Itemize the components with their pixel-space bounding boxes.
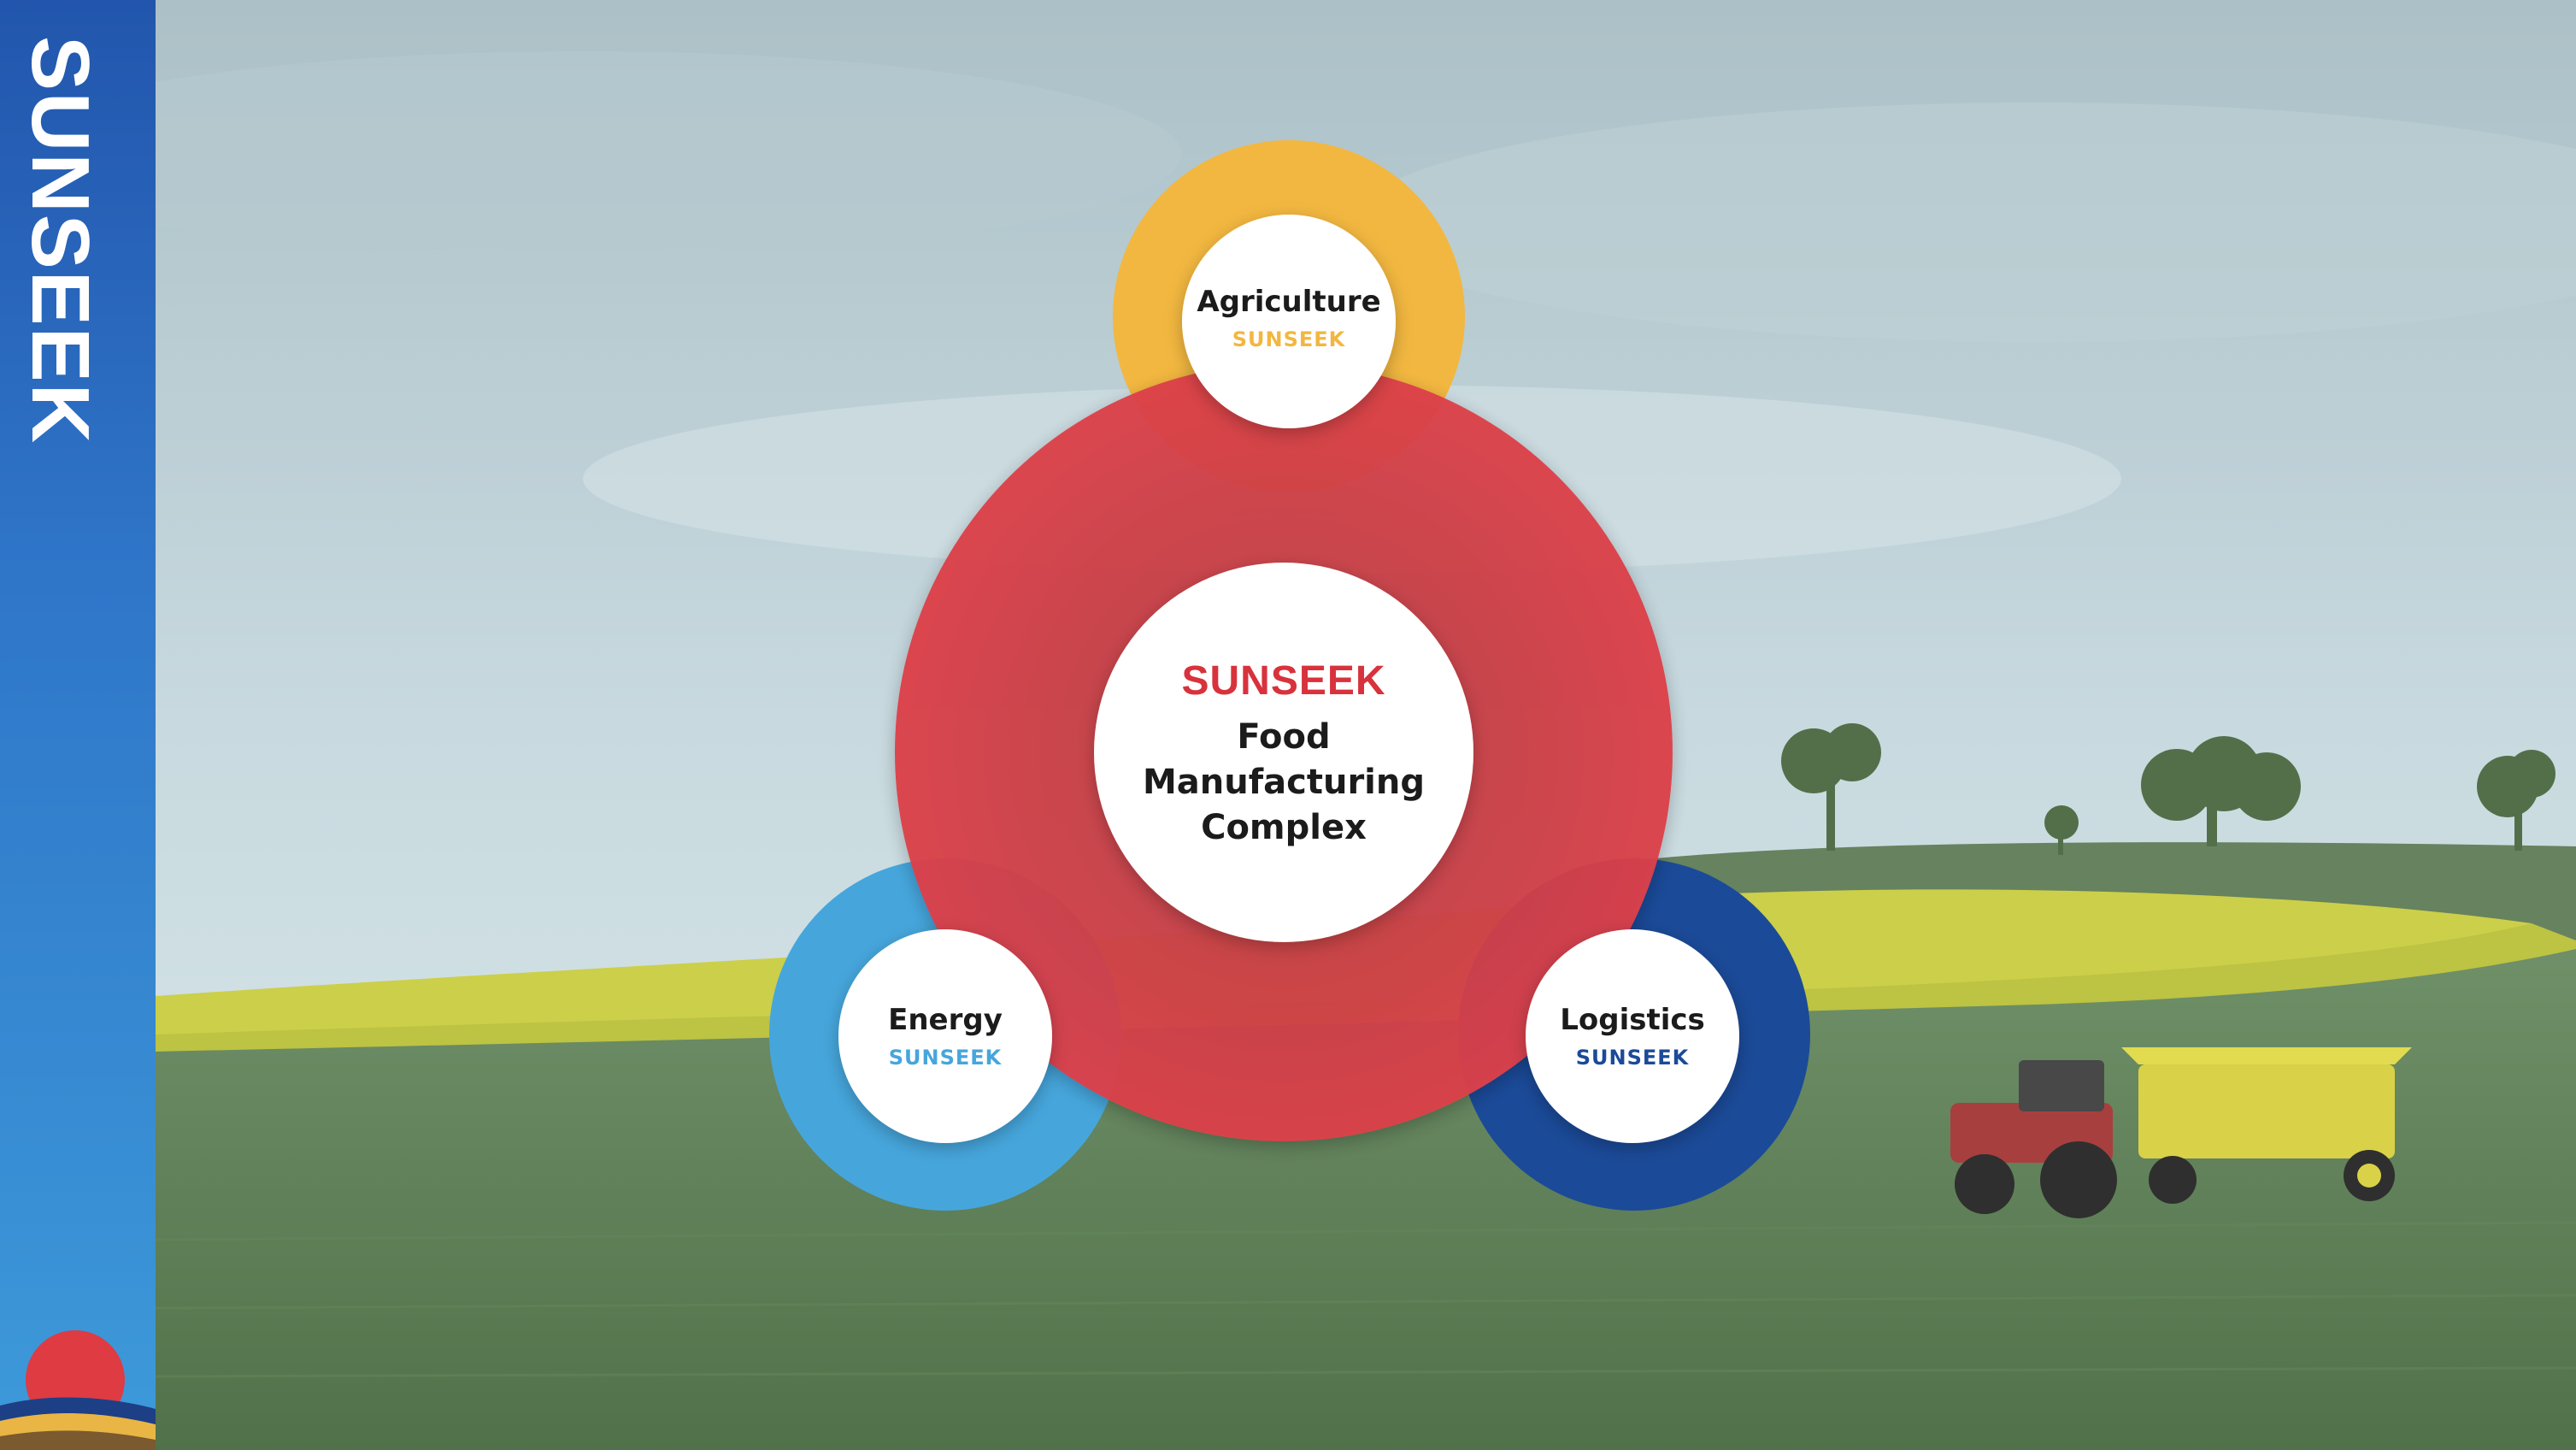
agriculture-sub: SUNSEEK	[1232, 327, 1346, 351]
sunrise-logo-icon	[0, 1330, 156, 1450]
center-brand: SUNSEEK	[1181, 658, 1386, 704]
energy-node: Energy SUNSEEK	[888, 1003, 1003, 1070]
brand-wordmark-vertical: SUNSEEK	[15, 36, 106, 445]
center-disc	[1094, 563, 1473, 942]
agriculture-disc	[1182, 215, 1396, 428]
tractor-image	[1950, 1047, 2412, 1218]
agriculture-node: Agriculture SUNSEEK	[1197, 285, 1380, 351]
center-title-line-3: Complex	[1201, 808, 1367, 848]
energy-disc	[838, 929, 1052, 1143]
center-title-line-1: Food	[1237, 717, 1331, 757]
logistics-sub: SUNSEEK	[1575, 1046, 1690, 1070]
energy-title: Energy	[888, 1003, 1003, 1037]
brand-sidebar: SUNSEEK	[0, 0, 156, 1450]
center-label: SUNSEEK Food Manufacturing Complex	[1143, 654, 1425, 851]
energy-sub: SUNSEEK	[888, 1046, 1003, 1070]
agriculture-title: Agriculture	[1197, 285, 1381, 319]
logistics-disc	[1526, 929, 1739, 1143]
logistics-title: Logistics	[1560, 1003, 1705, 1037]
center-title-line-2: Manufacturing	[1143, 763, 1425, 803]
logistics-node: Logistics SUNSEEK	[1560, 1003, 1705, 1070]
